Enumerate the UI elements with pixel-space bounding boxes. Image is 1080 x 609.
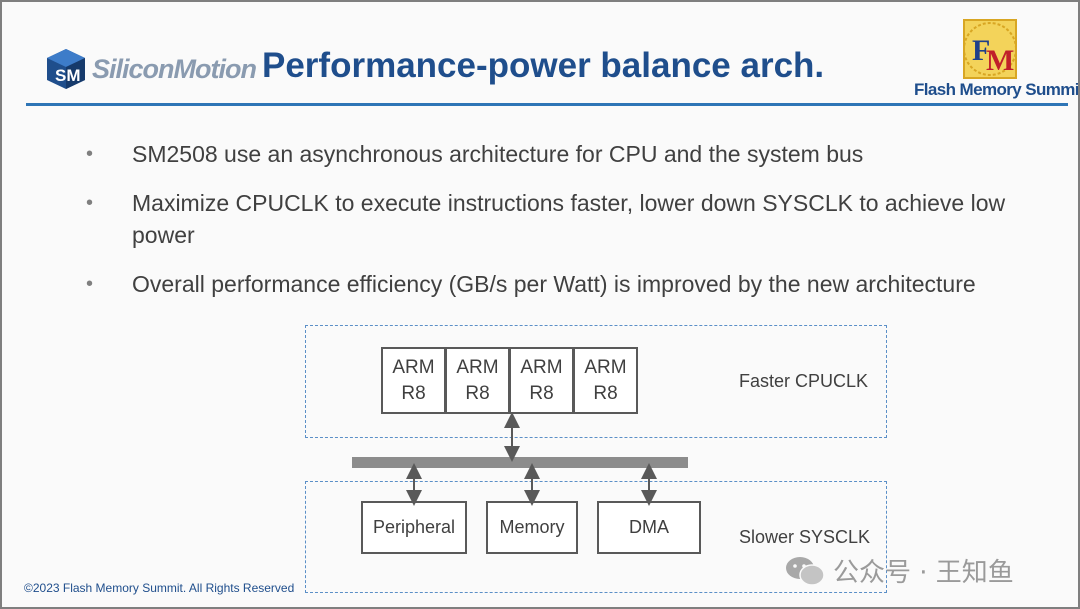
svg-text:SM: SM — [55, 66, 81, 85]
peripheral-box: Peripheral — [361, 501, 467, 554]
logo-cube-icon: SM — [47, 49, 85, 89]
watermark-text: 公众号 · 王知鱼 — [833, 558, 1014, 588]
arm-core-box: ARM R8 — [381, 347, 446, 414]
sys-domain-label: Slower SYSCLK — [739, 527, 871, 547]
bullet-item: • Maximize CPUCLK to execute instructions… — [82, 187, 1052, 251]
cpu-domain-label: Faster CPUCLK — [739, 371, 869, 391]
cpu-clock-domain — [305, 325, 887, 438]
siliconmotion-logo: SM SiliconMotion — [46, 48, 257, 90]
bullet-text: SM2508 use an asynchronous architecture … — [132, 141, 864, 167]
system-bus — [352, 457, 688, 468]
flash-memory-summit-logo: F M Flash Memory Summit — [914, 18, 1080, 104]
core-name: ARM — [456, 357, 499, 378]
wechat-icon — [786, 556, 825, 586]
arm-core-box: ARM R8 — [509, 347, 574, 414]
core-model: R8 — [529, 383, 554, 404]
bullet-item: • Overall performance efficiency (GB/s pe… — [82, 268, 1052, 300]
copyright-text: ©2023 Flash Memory Summit. All Rights Re… — [24, 581, 295, 595]
fms-emblem-icon: F M — [963, 19, 1017, 79]
system-clock-domain — [305, 481, 887, 593]
bullet-list: • SM2508 use an asynchronous architecture… — [82, 138, 1052, 317]
svg-text:M: M — [986, 44, 1014, 77]
arm-core-box: ARM R8 — [573, 347, 638, 414]
bullet-text: Maximize CPUCLK to execute instructions … — [132, 190, 1006, 248]
core-model: R8 — [465, 383, 490, 404]
core-name: ARM — [584, 357, 627, 378]
bullet-dot: • — [86, 143, 94, 165]
watermark: 公众号 · 王知鱼 — [785, 552, 1014, 589]
bullet-text: Overall performance efficiency (GB/s per… — [132, 271, 976, 297]
arm-core-box: ARM R8 — [445, 347, 510, 414]
dma-box: DMA — [597, 501, 701, 554]
svg-text:F: F — [972, 34, 990, 67]
core-name: ARM — [392, 357, 435, 378]
bullet-item: • SM2508 use an asynchronous architecture… — [82, 138, 1052, 170]
fms-label: Flash Memory Summit — [914, 80, 1080, 99]
memory-box: Memory — [486, 501, 578, 554]
page-title: Performance-power balance arch. — [262, 46, 825, 85]
logo-wordmark: SiliconMotion — [92, 53, 257, 84]
title-divider — [26, 103, 1068, 106]
bullet-dot: • — [86, 192, 94, 214]
bullet-dot: • — [86, 273, 94, 295]
core-model: R8 — [593, 383, 618, 404]
core-name: ARM — [520, 357, 563, 378]
core-model: R8 — [401, 383, 426, 404]
